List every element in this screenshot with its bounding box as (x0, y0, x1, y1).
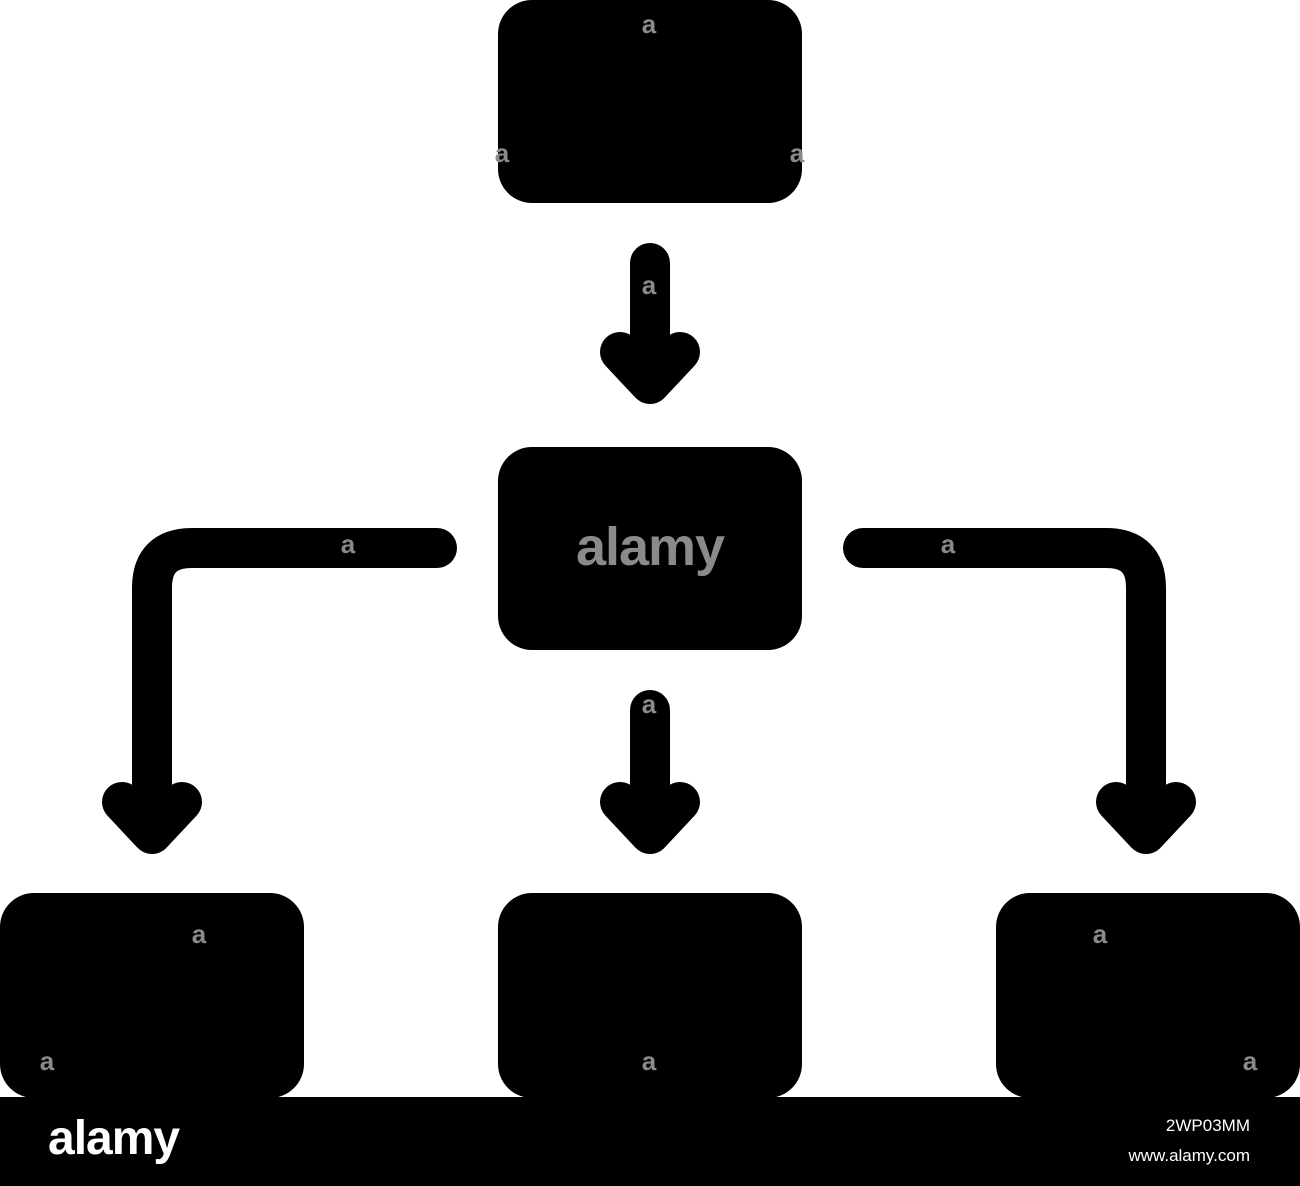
footer-bar: alamy 2WP03MM www.alamy.com (0, 1097, 1300, 1186)
watermark-mark: a (642, 689, 657, 719)
node-top (498, 0, 802, 203)
arrow-middle-to-bottom-left (102, 528, 457, 854)
arrow-top-to-middle (600, 243, 700, 404)
watermark-mark: a (642, 1046, 657, 1076)
node-bottom-left (0, 893, 304, 1098)
footer-info: 2WP03MM www.alamy.com (1128, 1111, 1250, 1171)
watermark-mark: a (642, 9, 657, 39)
image-id-label: 2WP03MM (1165, 1116, 1250, 1135)
arrow-middle-to-bottom-right (843, 528, 1196, 854)
site-url-label: www.alamy.com (1128, 1146, 1250, 1165)
watermark-mark: a (642, 270, 657, 300)
footer-logo: alamy (48, 1112, 180, 1165)
watermark-center-text: alamy (576, 517, 725, 577)
watermark-mark: a (40, 1046, 55, 1076)
watermark-mark: a (341, 529, 356, 559)
arrow-middle-to-bottom-center (600, 690, 700, 854)
watermark-mark: a (495, 138, 510, 168)
watermark-mark: a (1093, 919, 1108, 949)
node-middle (498, 447, 802, 650)
watermark-mark: a (192, 919, 207, 949)
node-bottom-right (996, 893, 1300, 1098)
watermark-mark: a (1243, 1046, 1258, 1076)
node-bottom-center (498, 893, 802, 1098)
watermark-mark: a (790, 138, 805, 168)
watermark-mark: a (941, 529, 956, 559)
